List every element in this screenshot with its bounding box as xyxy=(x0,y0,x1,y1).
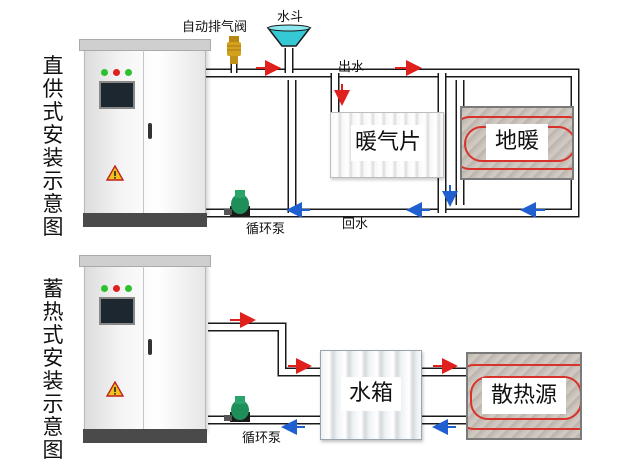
water-tank: 水箱 xyxy=(320,350,422,440)
heat-source-label: 散热源 xyxy=(482,378,566,414)
radiator-panel: 暖气片 xyxy=(330,112,444,178)
return-label: 回水 xyxy=(342,217,369,232)
tank-to-source-pipes xyxy=(420,367,468,425)
floor-heating-label: 地暖 xyxy=(486,124,548,160)
funnel-icon xyxy=(266,24,312,47)
warning-icon xyxy=(106,165,124,181)
pump-icon xyxy=(224,190,250,216)
electric-boiler-cabinet-top xyxy=(79,39,211,227)
heat-source-panel: 散热源 xyxy=(466,352,582,440)
pump-icon xyxy=(224,396,250,422)
direct-supply-title: 直供式安装示意图 xyxy=(42,54,64,239)
top-supply-pipe xyxy=(203,68,580,218)
outflow-label: 出水 xyxy=(338,60,365,75)
tank-label: 水箱 xyxy=(341,377,401,411)
air-valve-icon xyxy=(227,36,241,64)
warning-icon xyxy=(106,381,124,397)
bottom-pump-label: 循环泵 xyxy=(242,431,282,446)
radiator-label: 暖气片 xyxy=(351,125,425,161)
electric-boiler-cabinet-bottom xyxy=(79,255,211,443)
floor-heating-panel: 地暖 xyxy=(460,106,574,180)
heat-storage-title: 蓄热式安装示意图 xyxy=(42,277,64,462)
funnel-label: 水斗 xyxy=(277,10,304,25)
top-pump-label: 循环泵 xyxy=(246,222,286,237)
air-valve-label: 自动排气阀 xyxy=(182,20,248,35)
